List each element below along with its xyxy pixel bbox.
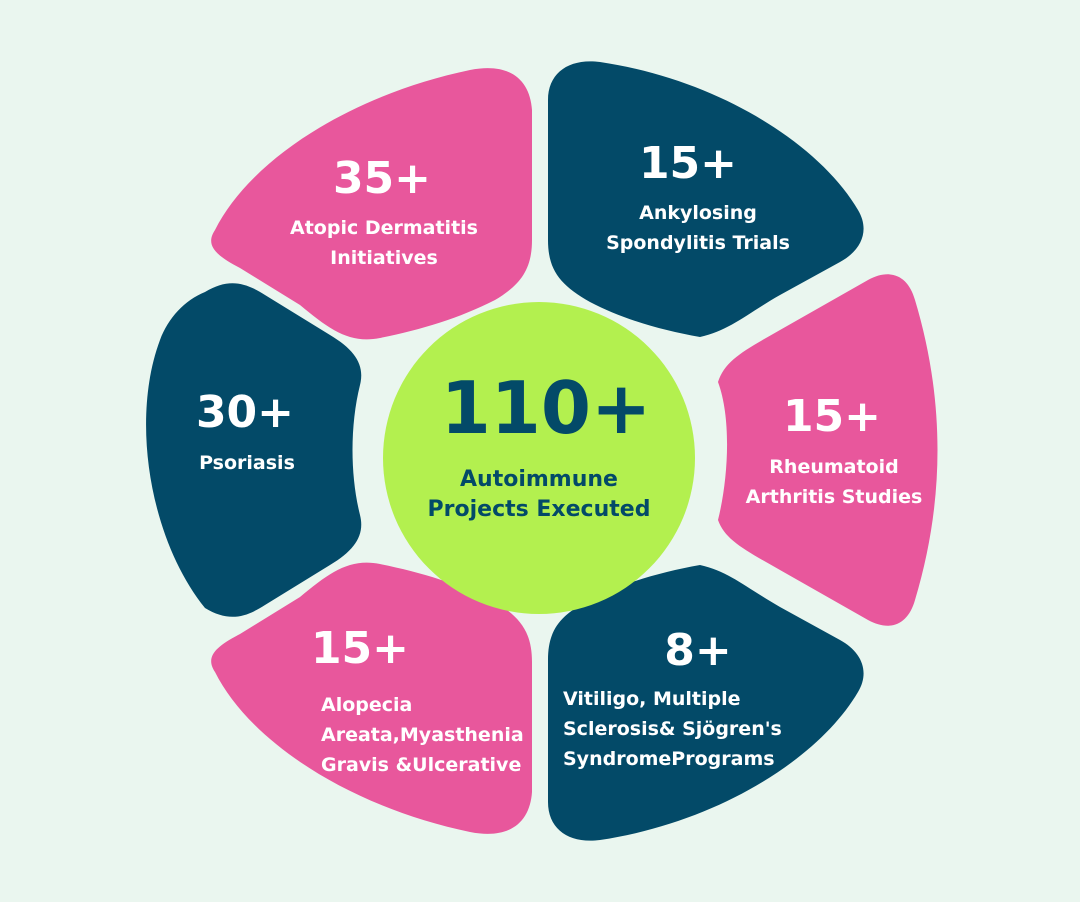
center-total-value: 110+: [441, 366, 652, 450]
segment-atopic-shape: [211, 68, 532, 340]
segment-ankylosing-value: 15+: [639, 138, 737, 189]
segment-atopic-label-line2: Initiatives: [330, 247, 438, 269]
segment-vitiligo-label-line3: SyndromePrograms: [563, 748, 775, 770]
segment-atopic-value: 35+: [333, 153, 431, 204]
segment-vitiligo-value: 8+: [664, 625, 731, 676]
segment-atopic-dermatitis: 35+ Atopic Dermatitis Initiatives: [211, 68, 532, 340]
segment-rheumatoid-arthritis: 15+ Rheumatoid Arthritis Studies: [718, 274, 938, 626]
segment-rheumatoid-label-line1: Rheumatoid: [769, 456, 898, 478]
segment-vitiligo-label-line2: Sclerosis& Sjögren's: [563, 718, 782, 740]
segment-alopecia-label-line3: Gravis &Ulcerative: [321, 754, 521, 776]
segment-alopecia: 15+ Alopecia Areata,Myasthenia Gravis &U…: [211, 562, 532, 834]
segment-alopecia-shape: [211, 562, 532, 834]
segment-alopecia-label-line1: Alopecia: [321, 694, 412, 716]
segment-vitiligo-label-line1: Vitiligo, Multiple: [563, 688, 741, 710]
segment-ankylosing-label-line1: Ankylosing: [639, 202, 757, 224]
segment-rheumatoid-shape: [718, 274, 938, 626]
segment-vitiligo: 8+ Vitiligo, Multiple Sclerosis& Sjögren…: [548, 565, 864, 841]
segment-atopic-label-line1: Atopic Dermatitis: [290, 217, 478, 239]
segment-rheumatoid-label-line2: Arthritis Studies: [746, 486, 923, 508]
segment-ankylosing-shape: [548, 61, 864, 337]
center-label-line2: Projects Executed: [428, 497, 651, 522]
segment-ankylosing-spondylitis: 15+ Ankylosing Spondylitis Trials: [548, 61, 864, 337]
center-circle: [383, 302, 695, 614]
segment-psoriasis: 30+ Psoriasis: [146, 283, 362, 617]
center-label-line1: Autoimmune: [460, 467, 618, 492]
center-hub: 110+ Autoimmune Projects Executed: [383, 302, 695, 614]
segment-vitiligo-shape: [548, 565, 864, 841]
segment-psoriasis-shape: [146, 283, 362, 617]
segment-alopecia-label-line2: Areata,Myasthenia: [321, 724, 524, 746]
segment-psoriasis-value: 30+: [196, 387, 294, 438]
segment-ankylosing-label-line2: Spondylitis Trials: [606, 232, 790, 254]
segment-alopecia-value: 15+: [311, 623, 409, 674]
segment-psoriasis-label: Psoriasis: [199, 452, 295, 474]
segment-rheumatoid-value: 15+: [783, 391, 881, 442]
